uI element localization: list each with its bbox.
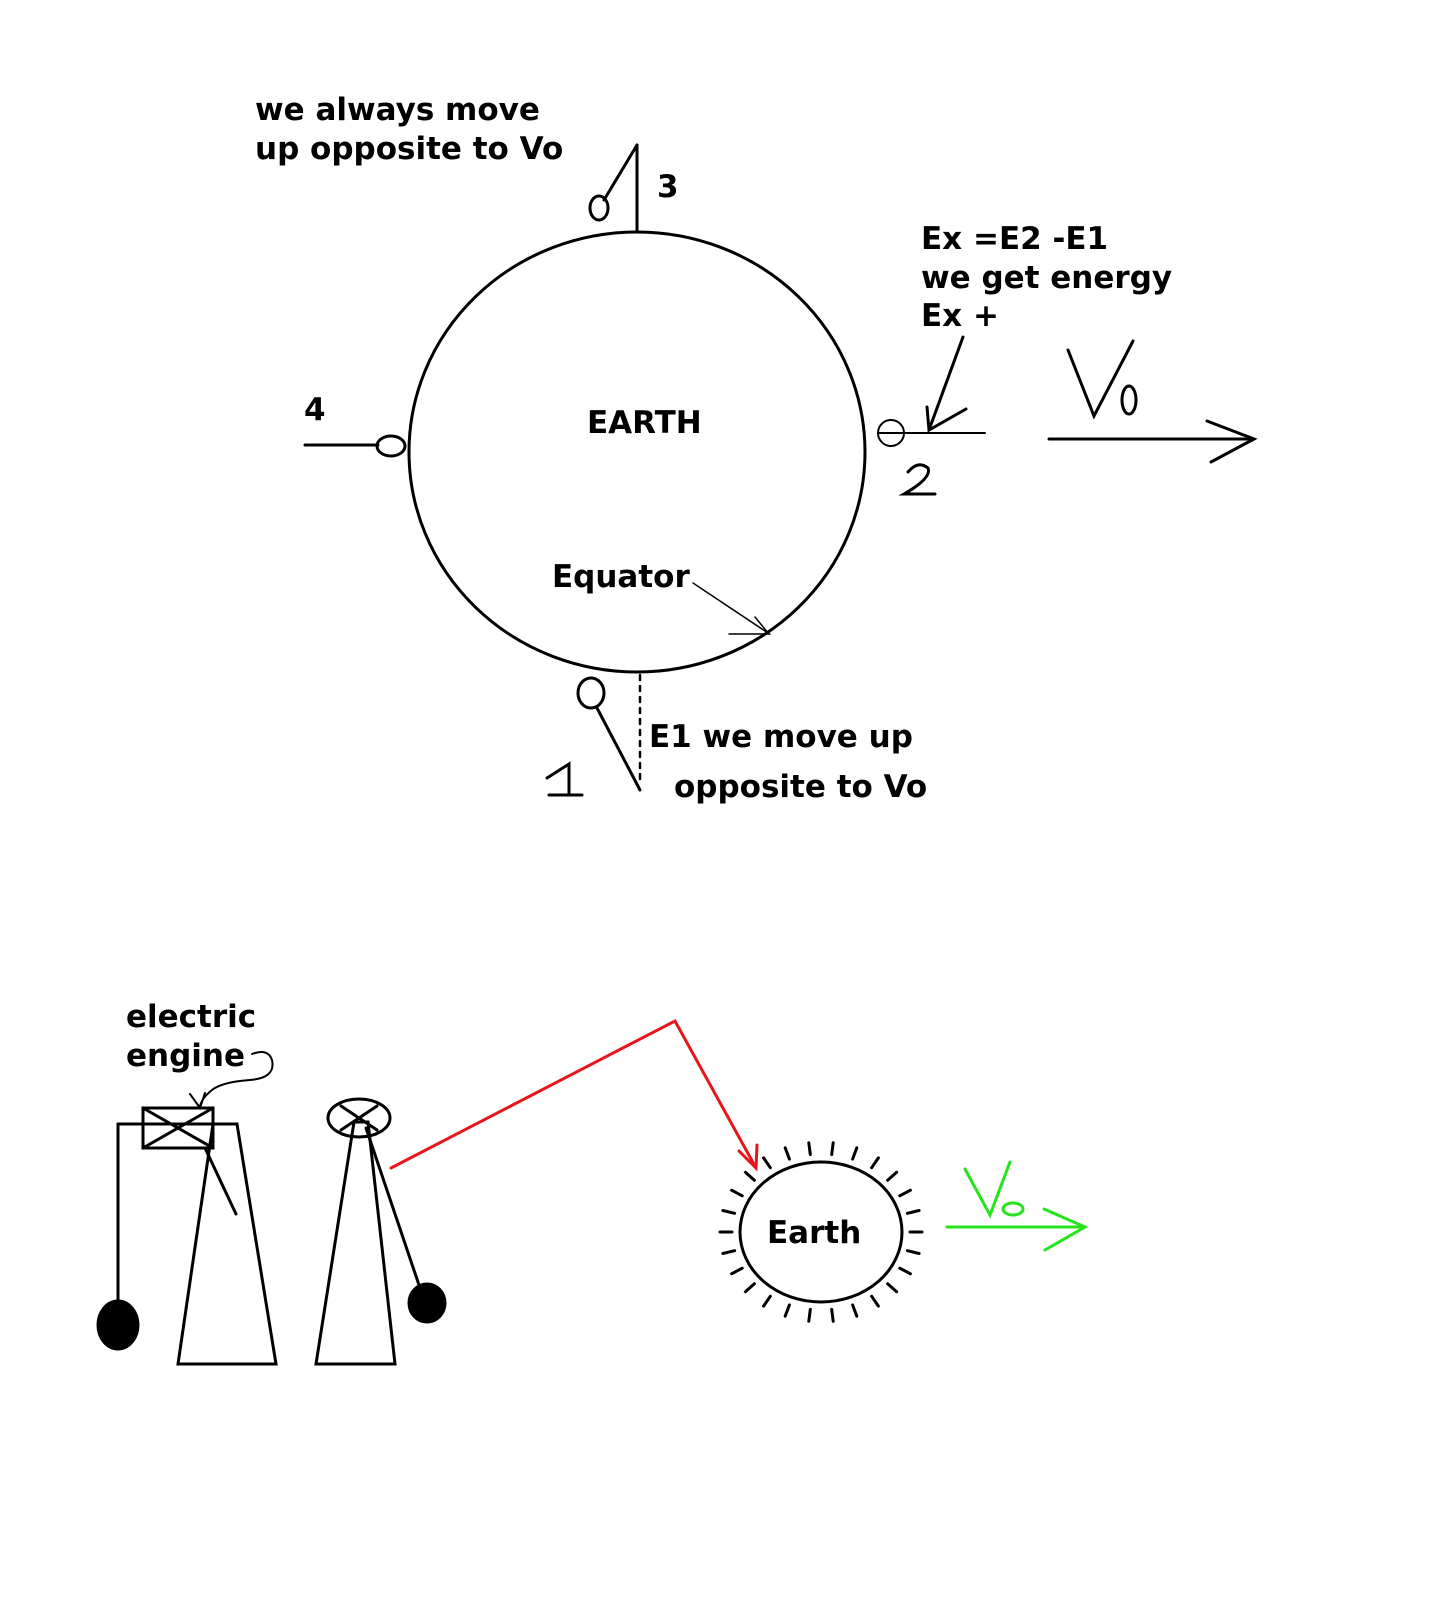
earth-tick: [898, 1266, 912, 1276]
numeral-2-glyph: [898, 463, 937, 496]
label-3: 3: [657, 169, 679, 205]
earth-tick: [851, 1146, 859, 1161]
earth-tick: [905, 1249, 921, 1255]
earth-tick: [886, 1282, 899, 1294]
numeral-1-glyph: [545, 761, 584, 797]
label-4: 4: [304, 392, 326, 428]
earth-tick: [851, 1303, 859, 1318]
earth-title: EARTH: [587, 405, 702, 441]
equator-pointer: [692, 582, 771, 635]
earth-tick: [886, 1170, 899, 1182]
pendulum-2: [877, 419, 986, 447]
earth-tick: [762, 1294, 772, 1308]
earth-tick: [730, 1188, 744, 1198]
engine-line2: engine: [126, 1038, 245, 1074]
e1-line2: opposite to Vo: [674, 769, 927, 805]
earth-tick: [743, 1282, 756, 1294]
ex-line2: we get energy: [921, 260, 1172, 296]
e1-line1: E1 we move up: [649, 719, 913, 755]
earth-tick: [807, 1141, 812, 1157]
earth-tick: [830, 1141, 835, 1157]
pendulum-1: [576, 673, 642, 792]
earth-tick: [762, 1156, 772, 1170]
bottom-diagram: [96, 1018, 1089, 1366]
pendulum-3: [588, 143, 639, 234]
earth-circle: [407, 230, 867, 674]
v0-arrow: [1047, 419, 1258, 464]
earth-tick: [783, 1146, 791, 1161]
earth-tick: [830, 1307, 835, 1323]
earth-tick: [807, 1307, 812, 1323]
small-earth-label: Earth: [767, 1215, 861, 1251]
top-diagram: [303, 143, 1258, 797]
earth-tick: [743, 1170, 756, 1182]
earth-tick: [783, 1303, 791, 1318]
earth-tick: [730, 1266, 744, 1276]
note-always-line2: up opposite to Vo: [255, 131, 563, 167]
earth-tick: [870, 1294, 880, 1308]
earth-tick: [905, 1209, 921, 1215]
earth-tick: [870, 1156, 880, 1170]
equator-label: Equator: [552, 559, 690, 595]
ex-line3: Ex +: [921, 298, 999, 334]
ex-line1: Ex =E2 -E1: [921, 221, 1108, 257]
small-earth: [738, 1160, 904, 1304]
earth-tick: [721, 1209, 737, 1215]
engine-pointer-arrow: [189, 1051, 274, 1111]
earth-tick: [721, 1249, 737, 1255]
earth-tick: [898, 1188, 912, 1198]
right-pendulum: [314, 1097, 447, 1366]
engine-line1: electric: [126, 999, 256, 1035]
ex-pointer-arrow: [925, 335, 968, 433]
v0-glyph: [1066, 339, 1138, 420]
green-v0-arrow: [945, 1160, 1089, 1252]
earth-ticks: [718, 1141, 924, 1323]
pendulum-4: [303, 434, 407, 458]
engine-pendulum: [96, 1106, 278, 1366]
note-always-line1: we always move: [255, 92, 540, 128]
red-arrow: [389, 1018, 759, 1172]
